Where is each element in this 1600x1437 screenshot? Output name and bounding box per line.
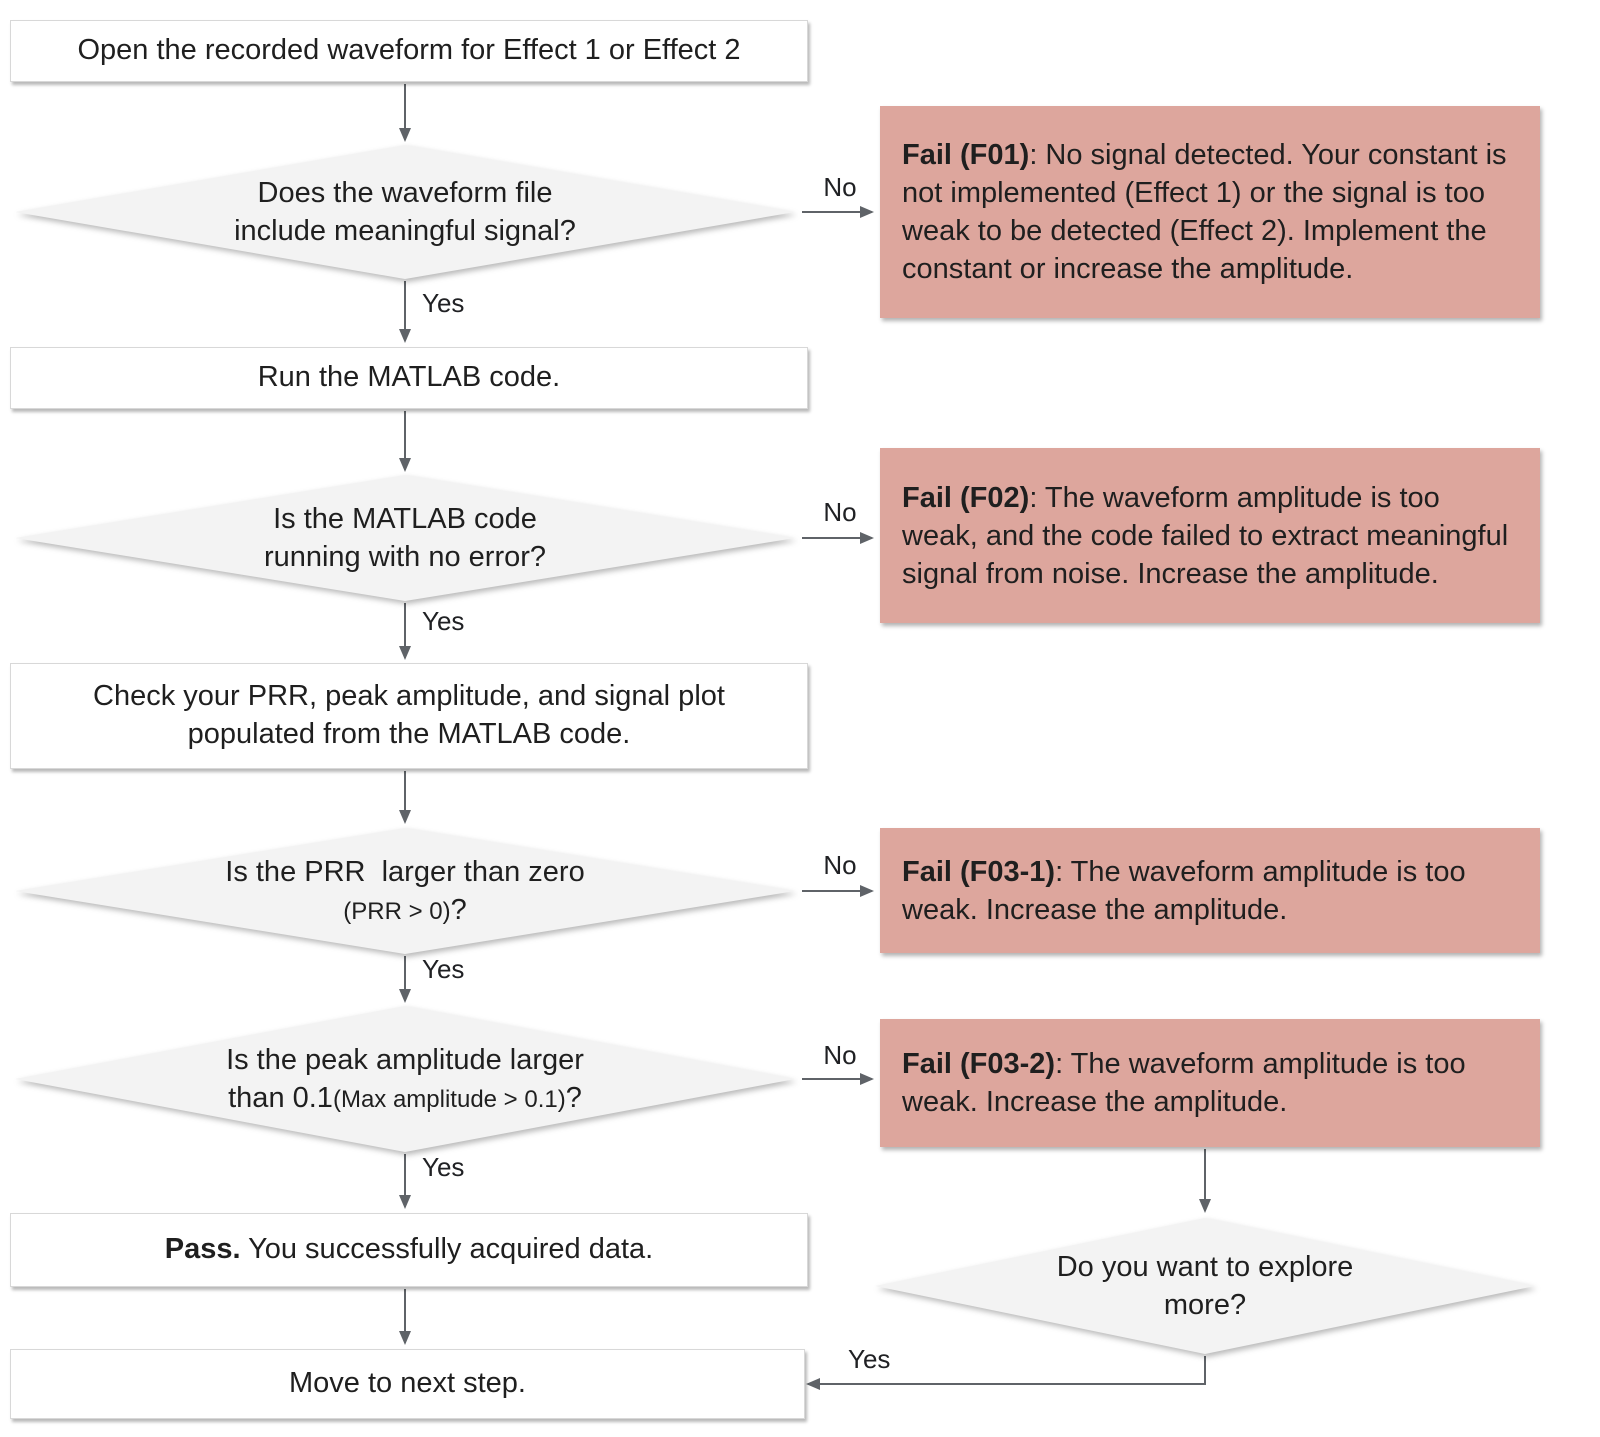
decision-explore-more-label: Do you want to explore more?	[875, 1218, 1535, 1354]
decision-no-error	[15, 475, 795, 601]
edge-label-yes-5: Yes	[848, 1344, 891, 1374]
decision-line: Does the waveform file	[257, 176, 553, 209]
fail-f03-2-title: Fail (F03-2)	[902, 1048, 1056, 1080]
fail-f01-body: : No signal detected. Your constant is n…	[902, 139, 1507, 285]
process-check-outputs: Check your PRR, peak amplitude, and sign…	[10, 663, 808, 769]
process-pass-text: Pass. You successfully acquired data.	[165, 1231, 654, 1269]
arrow-d5-yes-to-move	[806, 1356, 1206, 1390]
decision-line: than 0.1(Max amplitude > 0.1)?	[228, 1079, 582, 1117]
decision-line: Is the PRR larger than zero	[225, 855, 585, 888]
decision-peak-amplitude-label: Is the peak amplitude larger than 0.1(Ma…	[15, 1006, 795, 1152]
process-run-matlab-label: Run the MATLAB code.	[257, 361, 561, 394]
decision-line: include meaningful signal?	[234, 215, 576, 247]
process-move-next: Move to next step.	[10, 1349, 805, 1419]
fail-f03-2-box: Fail (F03-2): The waveform amplitude is …	[880, 1019, 1540, 1147]
edge-label-no-2: No	[823, 497, 857, 527]
decision-prr-question-mark: ?	[450, 894, 467, 926]
decision-no-error-label: Is the MATLAB code running with no error…	[15, 475, 795, 601]
decision-prr-positive	[15, 828, 795, 954]
decision-prr-condition: (PRR > 0)	[343, 898, 451, 925]
decision-peak-question-mark: ?	[565, 1082, 582, 1114]
fail-f02-box: Fail (F02): The waveform amplitude is to…	[880, 448, 1540, 623]
decision-line: Is the peak amplitude larger	[226, 1043, 584, 1076]
edge-label-yes-2: Yes	[422, 606, 465, 636]
decision-prr-positive-label: Is the PRR larger than zero (PRR > 0)?	[15, 828, 795, 954]
decision-meaningful-signal-label: Does the waveform file include meaningfu…	[15, 145, 795, 279]
decision-line: (PRR > 0)?	[343, 891, 467, 929]
edge-label-no-4: No	[823, 1040, 857, 1070]
decision-peak-threshold: than 0.1	[228, 1082, 333, 1114]
decision-meaningful-signal	[15, 145, 795, 279]
fail-f03-1-title: Fail (F03-1)	[902, 855, 1056, 888]
fail-f03-2-body: : The waveform amplitude is too weak. In…	[902, 1048, 1466, 1118]
process-check-outputs-label: Check your PRR, peak amplitude, and sign…	[93, 680, 725, 750]
decision-peak-amplitude	[15, 1006, 795, 1152]
decision-peak-condition: (Max amplitude > 0.1)	[332, 1086, 566, 1113]
process-run-matlab: Run the MATLAB code.	[10, 347, 808, 409]
fail-f01-title: Fail (F01)	[902, 139, 1030, 171]
process-open-waveform: Open the recorded waveform for Effect 1 …	[10, 20, 808, 82]
fail-f01-text: Fail (F01): No signal detected. Your con…	[902, 136, 1522, 288]
fail-f01-box: Fail (F01): No signal detected. Your con…	[880, 106, 1540, 318]
edge-label-no-3: No	[823, 850, 857, 880]
process-pass-body: You successfully acquired data.	[240, 1233, 654, 1266]
fail-f02-text: Fail (F02): The waveform amplitude is to…	[902, 479, 1522, 593]
fail-f03-1-body: : The waveform amplitude is too weak. In…	[902, 855, 1466, 926]
process-open-waveform-label: Open the recorded waveform for Effect 1 …	[77, 34, 741, 67]
fail-f03-1-text: Fail (F03-1): The waveform amplitude is …	[902, 853, 1522, 929]
edge-label-yes-3: Yes	[422, 954, 465, 984]
decision-line: running with no error?	[263, 541, 547, 573]
edge-label-yes-1: Yes	[422, 288, 465, 318]
decision-line: more?	[1163, 1289, 1247, 1321]
process-move-next-label: Move to next step.	[289, 1367, 526, 1400]
edge-label-yes-4: Yes	[422, 1152, 465, 1182]
decision-explore-more	[875, 1218, 1535, 1354]
decision-line: Do you want to explore	[1056, 1250, 1354, 1283]
decision-line: Is the MATLAB code	[273, 502, 537, 535]
fail-f02-title: Fail (F02)	[902, 481, 1030, 514]
fail-f02-body: : The waveform amplitude is too weak, an…	[902, 481, 1509, 590]
fail-f03-1-box: Fail (F03-1): The waveform amplitude is …	[880, 828, 1540, 953]
fail-f03-2-text: Fail (F03-2): The waveform amplitude is …	[902, 1045, 1522, 1121]
process-pass-title: Pass.	[164, 1233, 241, 1266]
edge-label-no-1: No	[823, 172, 857, 202]
process-pass: Pass. You successfully acquired data.	[10, 1213, 808, 1287]
